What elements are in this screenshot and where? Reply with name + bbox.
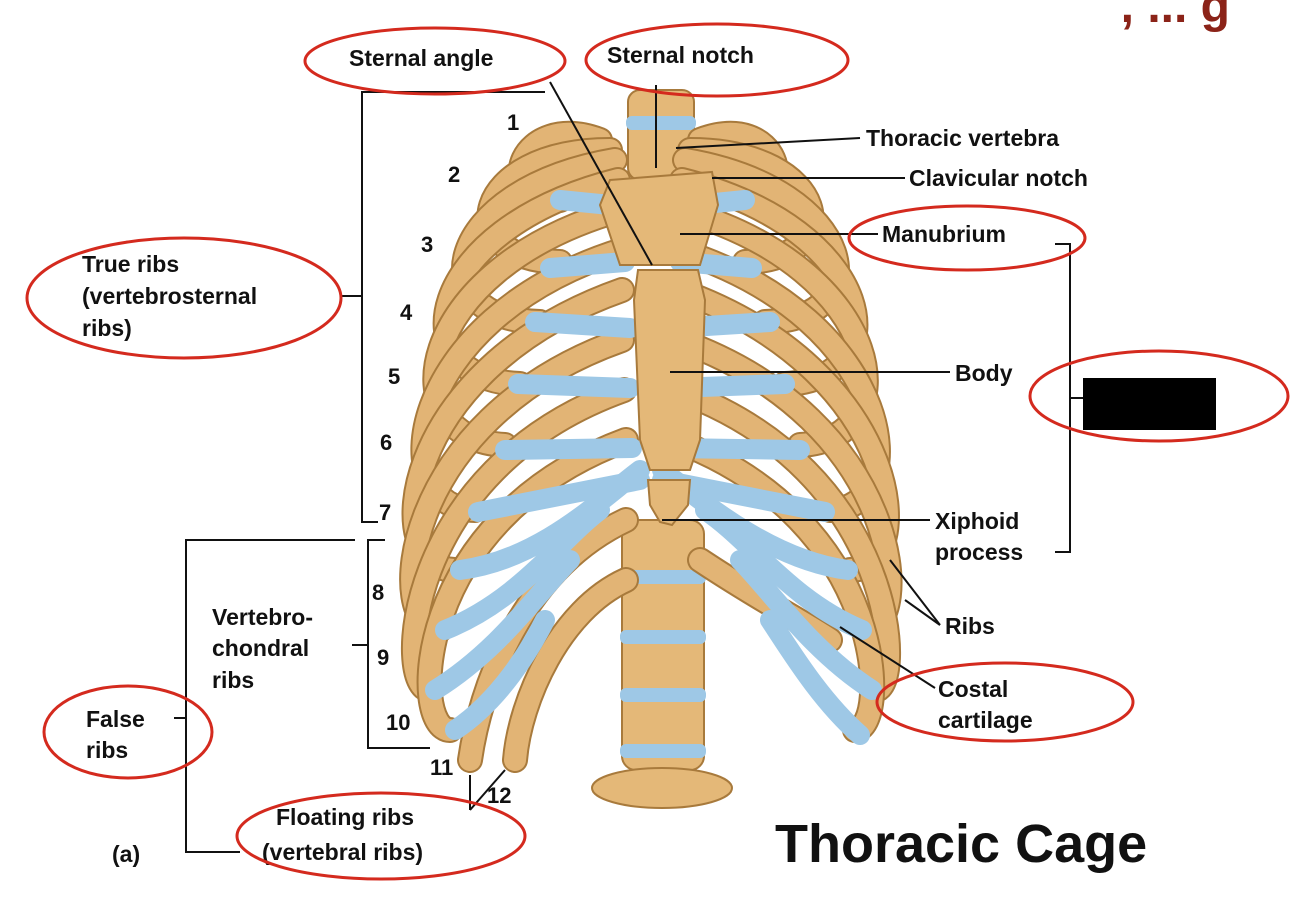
label-sternal-angle: Sternal angle bbox=[349, 45, 493, 71]
label-false-ribs-1: False bbox=[86, 706, 145, 732]
circle-costal-cartilage bbox=[875, 661, 1135, 743]
label-ribs: Ribs bbox=[945, 613, 995, 639]
panel-label: (a) bbox=[112, 841, 140, 867]
rib-number-8: 8 bbox=[372, 580, 384, 605]
rib-number-11: 11 bbox=[430, 755, 453, 780]
label-false-ribs-2: ribs bbox=[86, 737, 128, 763]
rib-number-3: 3 bbox=[421, 232, 433, 257]
label-floating-ribs-2: (vertebral ribs) bbox=[262, 839, 423, 865]
label-true-ribs-1: True ribs bbox=[82, 251, 179, 277]
labels: Sternal angle Sternal notch Thoracic ver… bbox=[82, 42, 1147, 874]
label-costal-1: Costal bbox=[938, 676, 1008, 702]
sternum bbox=[598, 170, 720, 527]
label-floating-ribs-1: Floating ribs bbox=[276, 804, 414, 830]
label-xiphoid-2: process bbox=[935, 539, 1023, 565]
rib-number-7: 7 bbox=[379, 500, 391, 525]
circle-false-ribs bbox=[42, 684, 214, 780]
rib-number-12: 12 bbox=[487, 783, 511, 808]
label-true-ribs-3: ribs) bbox=[82, 315, 132, 341]
rib-number-9: 9 bbox=[377, 645, 389, 670]
annotation-circles bbox=[25, 22, 1290, 881]
label-body: Body bbox=[955, 360, 1013, 386]
rib-number-2: 2 bbox=[448, 162, 460, 187]
label-costal-2: cartilage bbox=[938, 707, 1033, 733]
rib-number-1: 1 bbox=[507, 110, 519, 135]
rib-number-4: 4 bbox=[400, 300, 413, 325]
rib-cage-illustration bbox=[399, 89, 903, 809]
diagram-title: Thoracic Cage bbox=[775, 814, 1147, 874]
heading-fragment: , ... g bbox=[1121, 0, 1230, 33]
circle-redacted-sternum bbox=[1028, 349, 1290, 443]
label-sternal-notch: Sternal notch bbox=[607, 42, 754, 68]
label-manubrium: Manubrium bbox=[882, 221, 1006, 247]
rib-number-10: 10 bbox=[386, 710, 410, 735]
redaction-box bbox=[1083, 378, 1216, 430]
label-xiphoid-1: Xiphoid bbox=[935, 508, 1019, 534]
ribs-right bbox=[661, 120, 903, 743]
xiphoid-bone bbox=[646, 479, 692, 527]
label-vertebrochondral-3: ribs bbox=[212, 667, 254, 693]
label-true-ribs-2: (vertebrosternal bbox=[82, 283, 257, 309]
circle-true-ribs bbox=[25, 236, 343, 360]
label-thoracic-vertebra: Thoracic vertebra bbox=[866, 125, 1059, 151]
rib-numbers: 1 2 3 4 5 6 7 8 9 10 11 12 bbox=[372, 110, 519, 808]
sternum-body-bone bbox=[632, 269, 707, 471]
label-clavicular-notch: Clavicular notch bbox=[909, 165, 1088, 191]
rib-number-5: 5 bbox=[388, 364, 400, 389]
circle-floating-ribs bbox=[235, 791, 527, 881]
circle-sternal-angle bbox=[303, 26, 567, 96]
label-vertebrochondral-1: Vertebro- bbox=[212, 604, 313, 630]
circle-sternal-notch bbox=[584, 22, 850, 98]
manubrium-bone bbox=[598, 170, 720, 266]
circle-manubrium bbox=[847, 204, 1087, 272]
rib-number-6: 6 bbox=[380, 430, 392, 455]
label-vertebrochondral-2: chondral bbox=[212, 635, 309, 661]
